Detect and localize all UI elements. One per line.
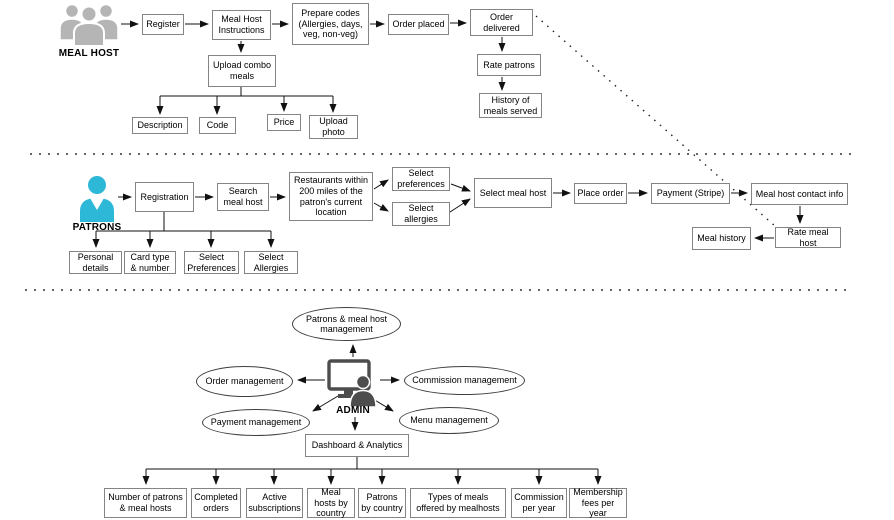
node-rate-patrons: Rate patrons [477,54,541,76]
meal-host-group-icon [57,2,121,50]
node-number-of-patrons-meal-hosts: Number of patrons & meal hosts [104,488,187,518]
ellipse-patrons-meal-host-management: Patrons & meal host management [292,307,401,341]
node-payment-stripe: Payment (Stripe) [651,183,730,204]
ellipse-payment-management: Payment management [202,409,310,436]
node-rate-meal-host: Rate meal host [775,227,841,248]
node-place-order: Place order [574,183,627,204]
node-select-preferences-detail: Select Preferences [184,251,239,274]
node-search-meal-host: Search meal host [217,183,269,211]
node-register: Register [142,14,184,35]
node-membership-fees-per-year: Membership fees per year [569,487,627,518]
node-prepare-codes: Prepare codes (Allergies, days, veg, non… [292,3,369,45]
node-completed-orders: Completed orders [191,488,241,518]
meal-host-actor-label: MEAL HOST [58,48,120,59]
ellipse-menu-management: Menu management [399,407,499,434]
node-restaurants-radius: Restaurants within 200 miles of the patr… [289,172,373,221]
admin-workstation-icon [326,358,380,408]
node-order-placed: Order placed [388,14,449,35]
node-meal-host-instructions: Meal Host Instructions [212,10,271,40]
patron-person-icon [78,175,116,222]
node-personal-details: Personal details [69,251,122,274]
node-select-preferences: Select preferences [392,167,450,191]
node-active-subscriptions: Active subscriptions [246,488,303,518]
ellipse-order-management: Order management [196,366,293,397]
node-meal-hosts-by-country: Meal hosts by country [307,487,355,518]
node-select-allergies-detail: Select Allergies [244,251,298,274]
node-description: Description [132,117,188,134]
node-upload-photo: Upload photo [309,115,358,139]
node-order-delivered: Order delivered [470,9,533,36]
node-commission-per-year: Commission per year [511,488,567,518]
node-card-type-number: Card type & number [124,251,176,274]
node-patrons-by-country: Patrons by country [358,488,406,518]
admin-actor-label: ADMIN [336,405,370,416]
node-select-meal-host: Select meal host [474,178,552,208]
node-dashboard-analytics: Dashboard & Analytics [305,434,409,457]
node-meal-host-contact-info: Meal host contact info [751,183,848,205]
node-upload-combo-meals: Upload combo meals [208,55,276,87]
patrons-actor-label: PATRONS [72,222,122,233]
ellipse-commission-management: Commission management [404,366,525,395]
node-price: Price [267,114,301,131]
node-types-of-meals: Types of meals offered by mealhosts [410,488,506,518]
node-meal-history: Meal history [692,227,751,250]
node-select-allergies: Select allergies [392,202,450,226]
node-registration: Registration [135,182,194,212]
node-code: Code [199,117,236,134]
node-history-of-meals-served: History of meals served [479,93,542,118]
